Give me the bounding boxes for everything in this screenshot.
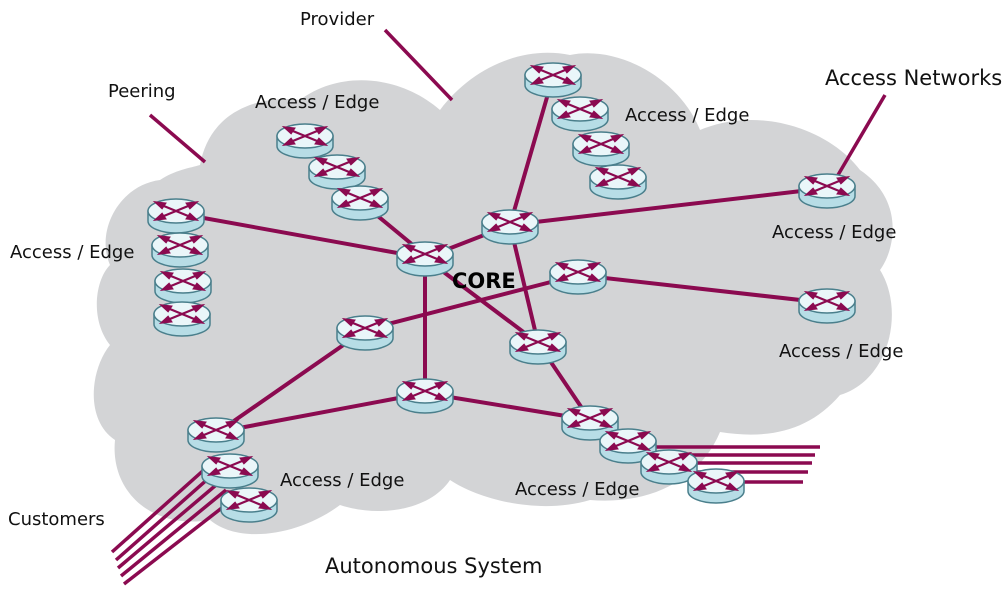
access-edge-label: Access / Edge bbox=[772, 222, 896, 243]
router-icon bbox=[548, 258, 608, 296]
access-edge-label: Access / Edge bbox=[255, 92, 379, 113]
router-icon bbox=[508, 328, 568, 366]
router-icon bbox=[186, 416, 246, 454]
router-icon bbox=[150, 231, 210, 269]
access-networks-pointer bbox=[836, 94, 887, 176]
customers-label: Customers bbox=[8, 509, 105, 530]
access-edge-label: Access / Edge bbox=[280, 470, 404, 491]
router-icon bbox=[307, 153, 367, 191]
router-icon bbox=[275, 122, 335, 160]
access-edge-label: Access / Edge bbox=[779, 341, 903, 362]
router-icon bbox=[395, 377, 455, 415]
router-icon bbox=[571, 130, 631, 168]
router-icon bbox=[686, 467, 746, 505]
peering-pointer bbox=[148, 113, 207, 164]
access-edge-label: Access / Edge bbox=[515, 479, 639, 500]
router-icon bbox=[588, 163, 648, 201]
router-icon bbox=[200, 452, 260, 490]
router-icon bbox=[550, 95, 610, 133]
access-edge-label: Access / Edge bbox=[625, 105, 749, 126]
router-icon bbox=[797, 172, 857, 210]
core-label: CORE bbox=[452, 269, 516, 293]
router-icon bbox=[152, 300, 212, 338]
access-edge-label: Access / Edge bbox=[10, 242, 134, 263]
router-icon bbox=[330, 184, 390, 222]
router-icon bbox=[797, 287, 857, 325]
access-networks-label: Access Networks bbox=[825, 66, 1002, 90]
customer-lines-left bbox=[110, 458, 234, 586]
router-icon bbox=[335, 314, 395, 352]
peering-label: Peering bbox=[108, 81, 176, 102]
provider-label: Provider bbox=[300, 9, 375, 30]
router-icon bbox=[219, 486, 279, 524]
router-icon bbox=[523, 61, 583, 99]
router-icon bbox=[146, 197, 206, 235]
autonomous-system-label: Autonomous System bbox=[325, 554, 542, 578]
autonomous-system-cloud bbox=[93, 52, 893, 535]
provider-pointer bbox=[383, 28, 454, 102]
router-icon bbox=[395, 240, 455, 278]
router-icon bbox=[153, 267, 213, 305]
router-icon bbox=[480, 208, 540, 246]
